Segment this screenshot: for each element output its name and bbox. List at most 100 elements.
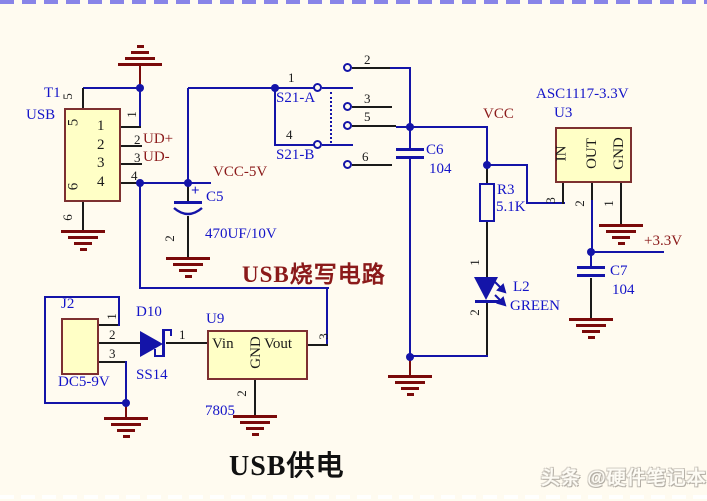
ground-symbol — [166, 257, 210, 281]
wire — [118, 296, 120, 326]
t1-pin2-number: 2 — [134, 132, 141, 147]
wire — [352, 164, 392, 166]
r3-ref: R3 — [497, 182, 515, 198]
junction-dot — [122, 399, 130, 407]
net-label-ud-plus: UD+ — [143, 131, 174, 147]
ground-bar — [569, 318, 613, 321]
s21-throw2-number: 2 — [364, 52, 371, 67]
wire — [187, 88, 189, 184]
wire — [188, 87, 315, 89]
wire — [396, 126, 488, 128]
wire — [121, 126, 141, 128]
r3-value: 5.1K — [496, 199, 526, 215]
ground-bar — [388, 375, 432, 378]
diode-triangle — [140, 331, 163, 357]
u9-value: 7805 — [205, 403, 235, 419]
wire — [409, 127, 411, 148]
wire — [187, 184, 189, 202]
junction-dot — [136, 179, 144, 187]
ground-bar — [246, 427, 264, 430]
wire — [591, 251, 664, 253]
ground-bar — [576, 324, 606, 327]
wire — [591, 183, 593, 201]
l2-pin1-number: 1 — [466, 259, 482, 266]
ground-bar — [401, 387, 419, 390]
c7-value: 104 — [612, 282, 635, 298]
wire — [139, 287, 329, 289]
junction-dot — [483, 161, 491, 169]
net-label-vcc: VCC — [483, 106, 514, 122]
wire — [526, 165, 528, 204]
u9-pin-gnd-name: GND — [247, 336, 264, 369]
switch-gang-link — [330, 92, 332, 143]
u3-pin-out-number: 2 — [571, 200, 587, 207]
wire — [99, 324, 120, 326]
t1-value: USB — [26, 107, 56, 123]
ground-symbol — [61, 230, 105, 254]
t1-inner-3: 3 — [97, 155, 105, 171]
wire — [83, 87, 140, 89]
u3-pin-out-name: OUT — [583, 138, 600, 169]
watermark: 头条 @硬件笔记本 — [541, 468, 707, 489]
ground-bar — [117, 429, 135, 432]
wire — [590, 252, 592, 267]
ground-symbol — [599, 224, 643, 248]
ground-bar — [125, 57, 155, 60]
wire — [82, 88, 84, 109]
ground-symbol — [569, 318, 613, 342]
capacitor-plate — [577, 274, 605, 277]
ground-symbol — [388, 375, 432, 399]
ground-symbol — [233, 415, 277, 439]
wire — [409, 355, 488, 357]
s21-throw3-number: 3 — [364, 91, 371, 106]
ground-bar — [68, 236, 98, 239]
diode-cathode-hook — [162, 329, 172, 331]
wire — [99, 342, 141, 344]
wire — [409, 357, 411, 375]
junction-dot — [587, 248, 595, 256]
ground-bar — [240, 421, 270, 424]
diode-cathode-hook — [154, 349, 156, 357]
ground-bar — [395, 381, 425, 384]
led-cathode-bar — [475, 300, 499, 303]
j2-ref: J2 — [61, 296, 75, 312]
s21-throw6-number: 6 — [362, 149, 369, 164]
t1-pin4-number: 4 — [131, 168, 138, 183]
d10-pin1-number: 1 — [179, 327, 186, 342]
ground-bar — [118, 63, 162, 66]
wire — [308, 344, 328, 346]
wire — [591, 200, 593, 253]
wire — [486, 166, 488, 183]
switch-lever — [322, 144, 353, 146]
t1-inner-6: 6 — [65, 182, 82, 191]
l2-ref: L2 — [513, 279, 530, 295]
sheet-border-top — [0, 0, 707, 4]
capacitor-curved-plate — [173, 207, 203, 216]
ground-bar — [166, 257, 210, 260]
u9-pin-gnd-number: 2 — [233, 390, 249, 397]
s21a-ref: S21-A — [276, 90, 316, 106]
j2-value: DC5-9V — [58, 374, 110, 390]
net-label-vcc-5v: VCC-5V — [213, 164, 268, 180]
wire — [45, 296, 120, 298]
wire — [166, 342, 208, 344]
wire — [274, 88, 276, 146]
switch-terminal — [343, 160, 352, 169]
wire — [125, 403, 127, 417]
junction-dot — [184, 179, 192, 187]
c5-pin2-number: 2 — [161, 235, 177, 242]
d10-ref: D10 — [136, 304, 162, 320]
wire — [562, 183, 564, 204]
wire — [352, 67, 390, 69]
schematic-title: USB供电 — [229, 451, 345, 482]
wire — [125, 361, 127, 404]
ground-bar — [582, 330, 600, 333]
l2-pin2-number: 2 — [466, 309, 482, 316]
d10-value: SS14 — [136, 367, 168, 383]
wire — [82, 202, 84, 230]
u9-pin-vin-name: Vin — [212, 336, 234, 352]
ground-bar — [104, 417, 148, 420]
wire — [590, 278, 592, 318]
wire — [352, 106, 392, 108]
ground-bar — [233, 415, 277, 418]
